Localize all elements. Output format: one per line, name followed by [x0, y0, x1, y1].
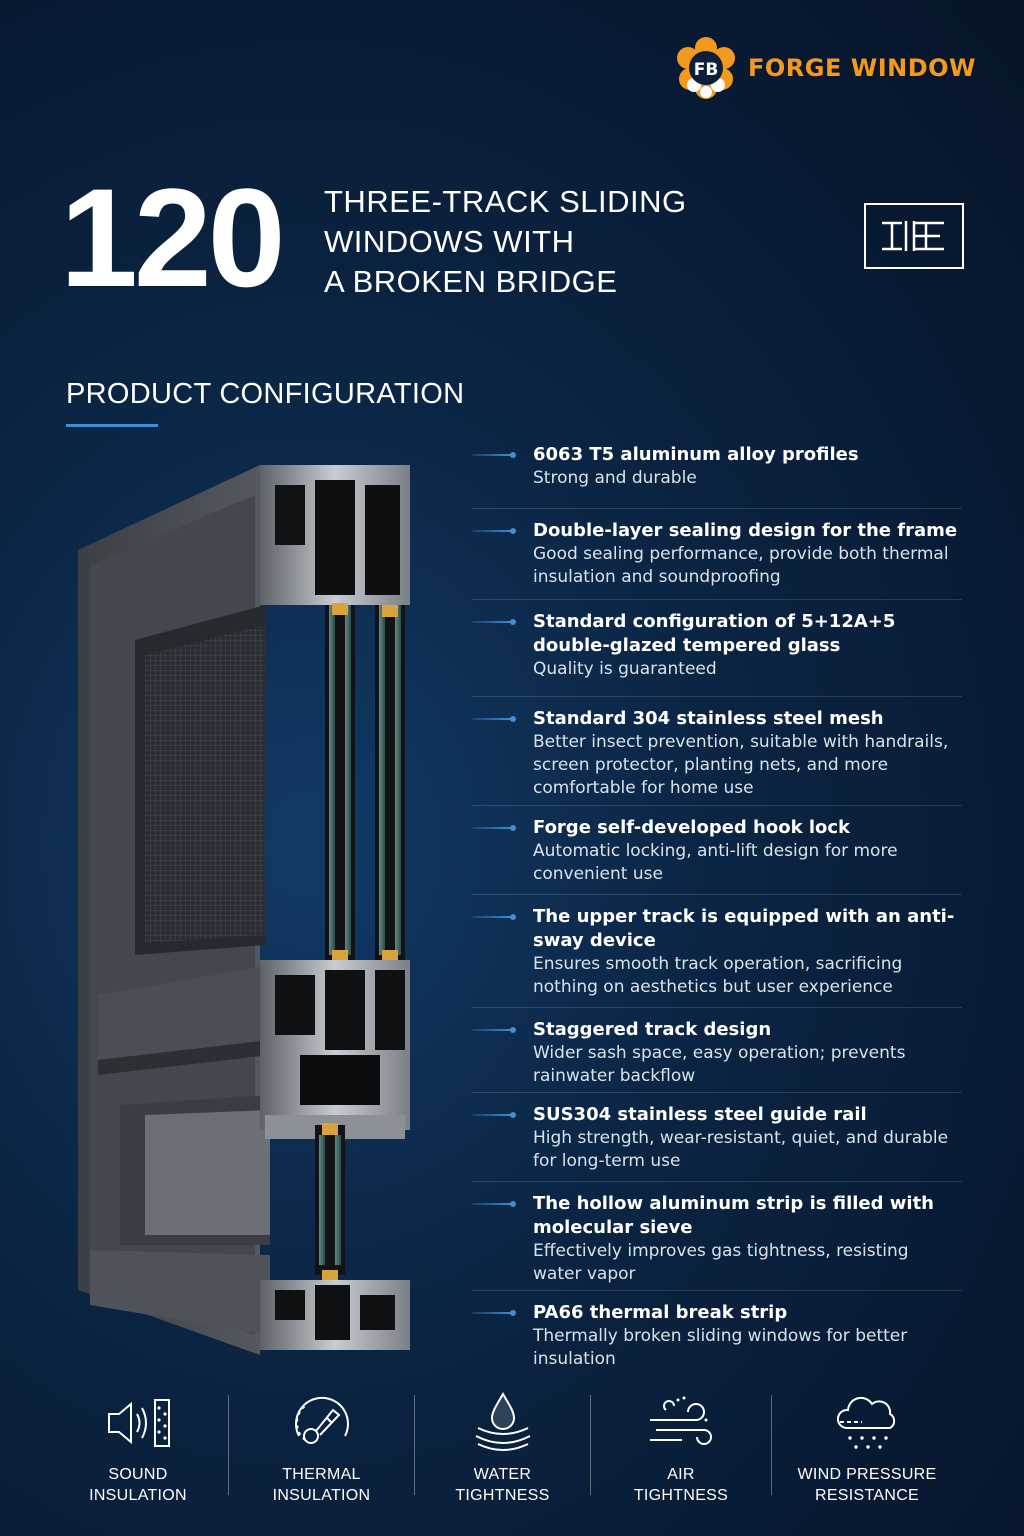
feature-item: 6063 T5 aluminum alloy profiles Strong a… [472, 440, 962, 509]
model-number: 120 [60, 159, 286, 316]
feature-item: The upper track is equipped with an anti… [472, 895, 962, 1008]
feature-title: The hollow aluminum strip is filled with… [533, 1193, 934, 1238]
feature-connector [472, 528, 516, 534]
performance-label: WIND PRESSURE RESISTANCE [797, 1464, 936, 1506]
brand-name: FORGE WINDOW [748, 54, 977, 82]
feature-item: Standard configuration of 5+12A+5 double… [472, 600, 962, 697]
wind-icon [650, 1396, 712, 1445]
label-line: WATER [473, 1466, 532, 1483]
feature-connector [472, 1027, 516, 1033]
feature-item: Forge self-developed hook lock Automatic… [472, 806, 962, 895]
feature-title: Standard configuration of 5+12A+5 double… [533, 611, 896, 656]
feature-desc: High strength, wear-resistant, quiet, an… [533, 1128, 949, 1171]
title-line: A BROKEN BRIDGE [324, 264, 618, 299]
performance-wind-pressure: WIND PRESSURE RESISTANCE [772, 1390, 962, 1510]
feature-connector [472, 914, 516, 920]
water-drop-icon [475, 1392, 530, 1451]
performance-thermal: THERMAL INSULATION [229, 1390, 414, 1510]
feature-desc: Effectively improves gas tightness, resi… [533, 1241, 909, 1284]
label-line: TIGHTNESS [633, 1487, 729, 1504]
feature-connector [472, 716, 516, 722]
feature-connector [472, 1310, 516, 1316]
feature-item: Standard 304 stainless steel mesh Better… [472, 697, 962, 806]
performance-water: WATER TIGHTNESS [415, 1390, 590, 1510]
feature-connector [472, 1201, 516, 1207]
label-line: THERMAL [282, 1466, 361, 1483]
feature-title: SUS304 stainless steel guide rail [533, 1104, 867, 1125]
feature-desc: Better insect prevention, suitable with … [533, 732, 949, 798]
label-line: WIND PRESSURE [797, 1466, 937, 1483]
feature-item: PA66 thermal break strip Thermally broke… [472, 1291, 962, 1375]
feature-item: Double-layer sealing design for the fram… [472, 509, 962, 600]
feature-desc: Ensures smooth track operation, sacrific… [533, 954, 903, 997]
performance-icons: SOUND INSULATION THERMAL INSULATION [48, 1390, 978, 1510]
feature-desc: Quality is guaranteed [533, 659, 717, 679]
product-title: THREE-TRACK SLIDING WINDOWS WITH A BROKE… [324, 182, 687, 302]
feature-desc: Thermally broken sliding windows for bet… [533, 1326, 908, 1369]
label-line: INSULATION [89, 1487, 187, 1504]
label-line: SOUND [108, 1466, 168, 1483]
flower-logo-icon: FB [677, 37, 735, 99]
feature-desc: Automatic locking, anti-lift design for … [533, 841, 898, 884]
logo-monogram: FB [694, 60, 719, 80]
feature-title: 6063 T5 aluminum alloy profiles [533, 444, 859, 465]
icon-divider [414, 1395, 415, 1495]
feature-connector [472, 825, 516, 831]
three-track-icon [864, 203, 964, 269]
title-line: THREE-TRACK SLIDING [324, 184, 687, 219]
feature-connector [472, 1112, 516, 1118]
section-title: PRODUCT CONFIGURATION [66, 378, 465, 410]
feature-title: Double-layer sealing design for the fram… [533, 520, 958, 541]
performance-sound: SOUND INSULATION [48, 1390, 228, 1510]
feature-title: Staggered track design [533, 1019, 772, 1040]
icon-divider [771, 1395, 772, 1495]
storm-cloud-icon [837, 1396, 896, 1449]
label-line: INSULATION [272, 1487, 371, 1504]
label-line: RESISTANCE [814, 1487, 920, 1504]
thermometer-icon [294, 1396, 349, 1444]
label-line: TIGHTNESS [455, 1487, 550, 1504]
sound-icon [108, 1399, 170, 1447]
feature-desc: Wider sash space, easy operation; preven… [533, 1043, 906, 1086]
feature-item: Staggered track design Wider sash space,… [472, 1008, 962, 1093]
performance-label: AIR TIGHTNESS [634, 1464, 728, 1506]
feature-desc: Good sealing performance, provide both t… [533, 544, 949, 587]
feature-title: Forge self-developed hook lock [533, 817, 851, 838]
feature-desc: Strong and durable [533, 468, 697, 488]
icon-divider [590, 1395, 591, 1495]
feature-title: PA66 thermal break strip [533, 1302, 788, 1323]
feature-title: Standard 304 stainless steel mesh [533, 708, 884, 729]
feature-item: The hollow aluminum strip is filled with… [472, 1182, 962, 1291]
feature-connector [472, 619, 516, 625]
performance-air: AIR TIGHTNESS [591, 1390, 771, 1510]
label-line: AIR [667, 1466, 695, 1483]
title-line: WINDOWS WITH [324, 224, 575, 259]
feature-list: 6063 T5 aluminum alloy profiles Strong a… [472, 440, 962, 1375]
feature-connector [472, 452, 516, 458]
feature-item: SUS304 stainless steel guide rail High s… [472, 1093, 962, 1182]
feature-title: The upper track is equipped with an anti… [533, 906, 955, 951]
brand-logo: FB FORGE WINDOW [674, 36, 976, 100]
performance-label: SOUND INSULATION [89, 1464, 187, 1506]
section-underline [66, 424, 158, 427]
icon-divider [228, 1395, 229, 1495]
window-profile-illustration [78, 465, 410, 1355]
performance-label: THERMAL INSULATION [273, 1464, 371, 1506]
performance-label: WATER TIGHTNESS [455, 1464, 549, 1506]
